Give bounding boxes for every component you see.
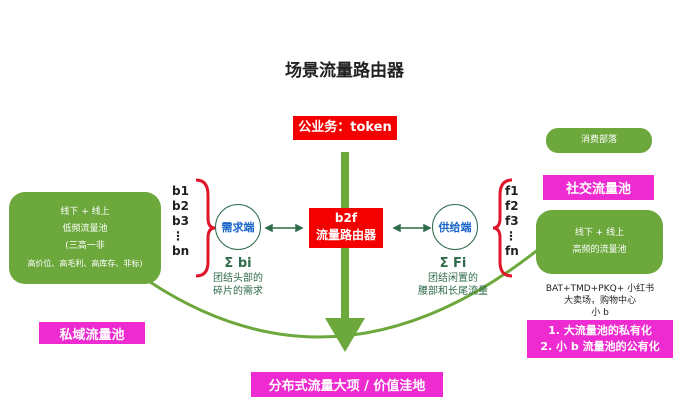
pool-line: 线下 + 线上 bbox=[574, 228, 625, 238]
demand-desc: 团结头部的 碎片的需求 bbox=[200, 272, 276, 298]
goal-line: 1. 大流量池的私有化 bbox=[548, 324, 652, 337]
public-pool-box: 线下 + 线上 高频的流量池 bbox=[536, 210, 663, 274]
list-item: f2 bbox=[505, 199, 519, 213]
router-box: b2f 流量路由器 bbox=[309, 208, 383, 248]
demand-sigma: Σ bi bbox=[224, 256, 252, 271]
list-item: b1 bbox=[172, 184, 189, 198]
list-item: fn bbox=[505, 244, 519, 258]
pool-line: 高频的流量池 bbox=[572, 245, 627, 255]
private-pool-box: 线下 + 线上 低频流量池 (三高一非 高价位、高毛利、高库存、非标) bbox=[9, 192, 161, 284]
distributed-traffic-label: 分布式流量大项 / 价值洼地 bbox=[251, 372, 443, 397]
note-line: 小 b bbox=[591, 308, 609, 318]
demand-desc-1: 团结头部的 bbox=[213, 273, 263, 284]
demand-desc-2: 碎片的需求 bbox=[213, 286, 263, 297]
token-label: 公业务：token bbox=[293, 116, 397, 140]
public-pool-notes: BAT+TMD+PKQ+ 小红书 大卖场，购物中心 小 b bbox=[530, 283, 670, 319]
router-subtitle: 流量路由器 bbox=[315, 228, 376, 242]
supply-desc-2: 腰部和长尾流量 bbox=[418, 286, 488, 297]
list-item: b2 bbox=[172, 199, 189, 213]
consumer-tribe-box: 消费部落 bbox=[546, 128, 652, 153]
list-item: b3 bbox=[172, 214, 189, 228]
social-pool-label: 社交流量池 bbox=[543, 175, 654, 200]
list-item: ⋮ bbox=[505, 229, 517, 243]
note-line: 大卖场，购物中心 bbox=[563, 296, 636, 306]
vertical-arrow-head bbox=[325, 318, 365, 352]
supply-circle: 供给端 bbox=[432, 204, 478, 250]
list-item: ⋮ bbox=[172, 229, 184, 243]
supply-desc: 团结闲置的 腰部和长尾流量 bbox=[410, 272, 496, 298]
pool-line: 线下 + 线上 bbox=[60, 207, 110, 217]
supply-sigma: Σ Fi bbox=[439, 256, 467, 271]
supply-desc-1: 团结闲置的 bbox=[428, 273, 478, 284]
supply-list: f1 f2 f3 ⋮ fn bbox=[505, 184, 519, 259]
list-item: bn bbox=[172, 244, 190, 258]
list-item: f1 bbox=[505, 184, 519, 198]
goals-box: 1. 大流量池的私有化 2. 小 b 流量池的公有化 bbox=[527, 320, 673, 358]
demand-circle: 需求端 bbox=[215, 204, 261, 250]
list-item: f3 bbox=[505, 214, 519, 228]
demand-list: b1 b2 b3 ⋮ bn bbox=[172, 184, 189, 259]
goal-line: 2. 小 b 流量池的公有化 bbox=[540, 340, 660, 353]
pool-line: 低频流量池 bbox=[62, 224, 108, 234]
private-pool-label: 私域流量池 bbox=[39, 322, 145, 344]
pool-line: 高价位、高毛利、高库存、非标) bbox=[27, 259, 143, 268]
note-line: BAT+TMD+PKQ+ 小红书 bbox=[545, 284, 655, 294]
right-brace bbox=[492, 178, 513, 278]
page-title: 场景流量路由器 bbox=[285, 61, 404, 81]
router-title: b2f bbox=[334, 211, 358, 225]
left-double-arrow bbox=[264, 223, 304, 233]
right-double-arrow bbox=[392, 223, 432, 233]
pool-line: (三高一非 bbox=[65, 241, 105, 251]
